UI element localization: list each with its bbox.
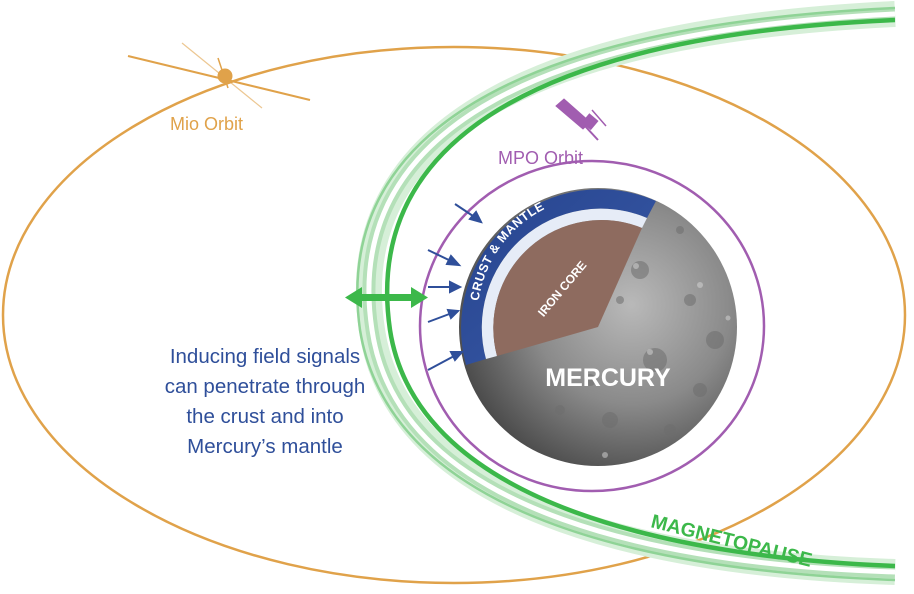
field-arrows xyxy=(427,203,483,371)
explanation-line: Inducing field signals xyxy=(169,345,361,368)
double-arrow-icon xyxy=(345,287,428,308)
mio-orbit xyxy=(1,45,907,585)
explanation-line: Mercury’s mantle xyxy=(187,435,343,458)
explanation-line: can penetrate through xyxy=(164,375,366,398)
crust-mantle-layer xyxy=(461,189,656,365)
magnetopause xyxy=(355,1,896,585)
mpo-spacecraft-icon xyxy=(555,98,607,141)
iron-core-wedge xyxy=(493,220,642,356)
mio-orbit-label: Mio Orbit xyxy=(170,114,243,134)
mpo-orbit-label: MPO Orbit xyxy=(498,148,583,168)
mio-spacecraft-icon xyxy=(127,42,311,109)
explanation-text: Inducing field signals can penetrate thr… xyxy=(140,342,390,462)
explanation-line: the crust and into xyxy=(186,405,344,428)
mercury-label: MERCURY xyxy=(545,364,671,392)
mpo-orbit xyxy=(418,159,766,493)
